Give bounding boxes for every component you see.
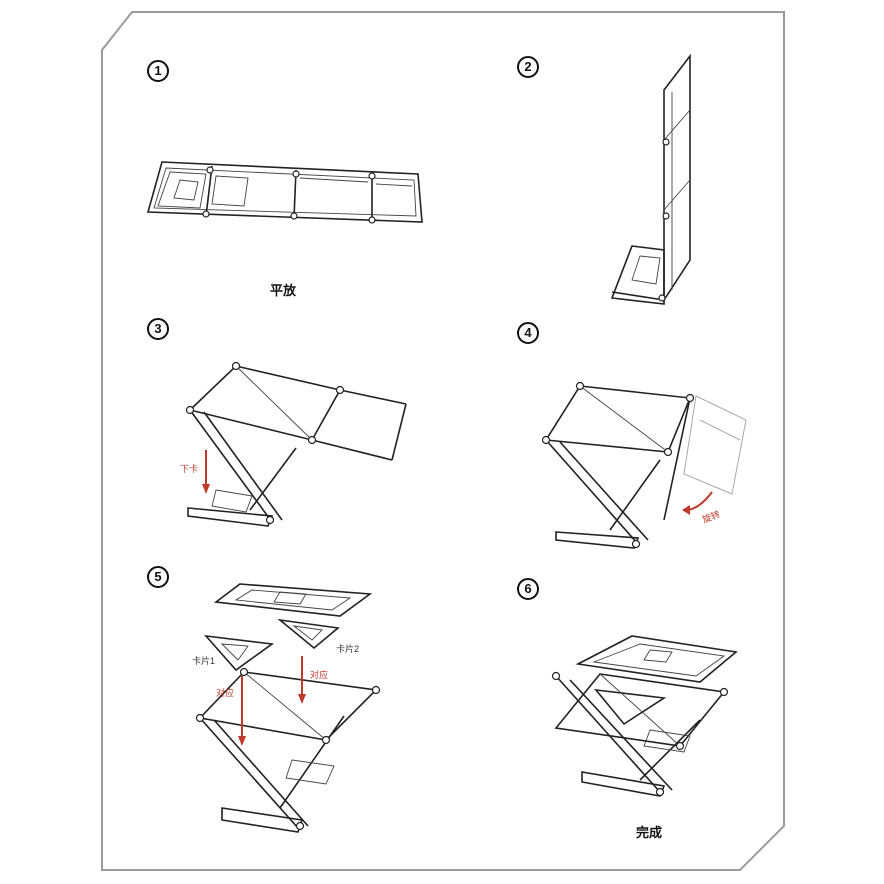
step3-illustration (185, 361, 407, 527)
step5-card1-label: 卡片1 (192, 656, 216, 666)
step5-top-plate (213, 583, 373, 617)
step5-match-right-label: 对应 (310, 670, 329, 680)
step1-illustration (146, 161, 423, 224)
step5-illustration (195, 583, 381, 833)
step2-number: 2 (517, 56, 539, 78)
step5-match-left-label: 对应 (216, 688, 235, 698)
step1-number: 1 (147, 60, 169, 82)
step6-illustration (551, 635, 738, 797)
step3-number: 3 (147, 318, 169, 340)
step4-rotate-arrowhead (682, 505, 690, 515)
step3-arrow-head (202, 484, 210, 494)
sheet-frame (101, 11, 785, 871)
step5-card2-shape (277, 618, 340, 650)
step1-caption: 平放 (270, 283, 297, 298)
step5-card2-label: 卡片2 (336, 644, 360, 654)
step6-number: 6 (517, 578, 539, 600)
step3-arrow-label: 下卡 (180, 464, 199, 474)
step5-card1-shape (204, 634, 275, 672)
step6-caption: 完成 (636, 825, 663, 840)
step4-illustration (541, 381, 747, 549)
step4-rotate-arrow (687, 491, 713, 511)
step2-illustration (610, 53, 691, 305)
step5-number: 5 (147, 566, 169, 588)
step4-number: 4 (517, 322, 539, 344)
